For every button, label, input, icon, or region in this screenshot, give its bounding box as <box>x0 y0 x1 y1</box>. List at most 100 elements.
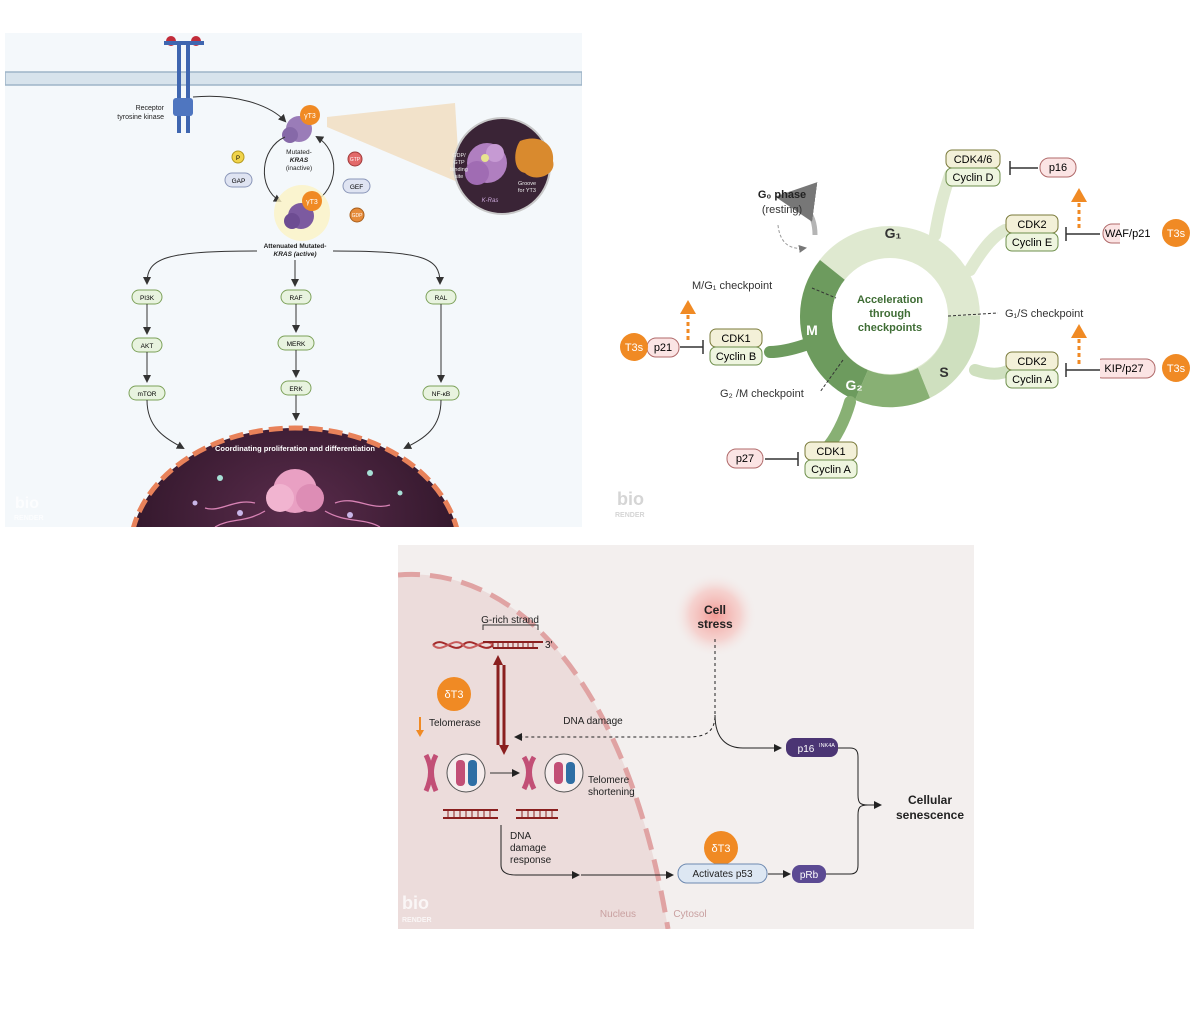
kras-name-label: K-Ras <box>482 198 499 204</box>
receptor-tyrosine-kinase-icon <box>164 36 204 133</box>
three-prime-label: 3' <box>545 640 553 651</box>
t3s-label-a: T3s <box>1167 363 1186 375</box>
ddr-label-1: DNA <box>510 831 531 842</box>
cell-stress-label-2: stress <box>697 617 733 631</box>
receptor-label-line1: Receptor <box>136 105 165 112</box>
senescence-panel: Cell stress G-rich strand 3' δT3 Telomer… <box>398 545 974 929</box>
cell-cycle-ring <box>764 169 1016 456</box>
mg1-checkpoint-label: M/G₁ checkpoint <box>692 280 772 292</box>
yt3-badge-bottom <box>302 191 322 211</box>
g0-arrow <box>775 182 818 236</box>
senescence-label-2: senescence <box>896 808 964 822</box>
p16ink4a-box <box>786 738 838 757</box>
center-label-3: checkpoints <box>858 322 922 334</box>
gef-label: GEF <box>350 184 363 191</box>
akt-label: AKT <box>141 343 154 350</box>
biorender-watermark-c-sub: RENDER <box>402 917 432 924</box>
ral-label: RAL <box>435 295 448 302</box>
cdk2-e-label: CDK2 <box>1017 219 1046 231</box>
activates-p53-label: Activates p53 <box>692 869 752 880</box>
p21-label: p21 <box>654 342 672 354</box>
groove-1: Groove <box>518 181 536 187</box>
p16-box <box>1039 157 1077 178</box>
g2-label: G₂ <box>845 377 862 393</box>
gtp-badge <box>347 151 363 167</box>
cdk1-cyclin-b-complex: CDK1 Cyclin B <box>709 328 763 366</box>
p16-label: p16 <box>1049 162 1067 174</box>
g1-label: G₁ <box>885 225 902 241</box>
cell-membrane <box>5 71 582 86</box>
pathway-middle: RAF MERK ERK <box>277 289 315 421</box>
cdk2-cyclin-a-complex: CDK2 Cyclin A <box>1005 351 1059 389</box>
dt3-badge-telomerase <box>437 677 471 711</box>
kras-inactive-label-1: Mutated- <box>286 149 312 156</box>
senescence-label-1: Cellular <box>908 793 952 807</box>
p27-label: p27 <box>736 453 754 465</box>
panel-b-right-overflow: WAF/p21 T3s KIP/p27 T3s <box>1100 219 1190 382</box>
cyclin-a-s-label: Cyclin A <box>1012 374 1052 386</box>
biorender-watermark-a: bio <box>15 495 39 512</box>
gef-box <box>342 178 371 194</box>
t3s-badge-left <box>620 333 648 361</box>
phosphate-label: P <box>236 156 240 162</box>
attenuated-label-1: Attenuated Mutated- <box>264 243 327 250</box>
cell-cycle-panel: G₀ phase (resting) G₁ S G₂ M Acceleratio… <box>600 120 1120 530</box>
nucleus-region <box>398 574 668 929</box>
center-label-2: through <box>869 308 911 320</box>
receptor-label-line2: tyrosine kinase <box>117 114 164 121</box>
attenuated-label-2: KRAS (active) <box>274 251 317 258</box>
gtp-label: GTP <box>350 157 361 163</box>
pi3k-label: PI3K <box>140 295 155 302</box>
biorender-watermark-b-sub: RENDER <box>615 512 645 519</box>
zoom-beam <box>327 103 460 183</box>
mtor-label: mTOR <box>137 391 156 398</box>
gap-label: GAP <box>232 178 246 185</box>
cdk1-cyclin-a-complex: CDK1 Cyclin A <box>804 441 858 479</box>
groove-2: for YT3 <box>518 188 536 194</box>
chromosome-before-icon <box>423 753 486 793</box>
g0-resting-label: (resting) <box>762 204 802 216</box>
binding-site-2: GTP <box>453 160 465 166</box>
prb-box <box>792 865 826 883</box>
cdk46-cyclin-d-complex: CDK4/6 Cyclin D <box>945 149 1001 187</box>
cdk2-cyclin-e-complex: CDK2 Cyclin E <box>1005 214 1059 252</box>
prb-label: pRb <box>800 870 819 881</box>
cdk46-label: CDK4/6 <box>954 154 993 166</box>
p16ink4a-superscript: INK4A <box>819 743 835 749</box>
activates-p53-box <box>677 863 768 884</box>
dt3-label-telomerase: δT3 <box>445 689 464 701</box>
telomere-shortening-label-1: Telomere <box>588 775 630 786</box>
kras-inactive-label-2: KRAS <box>290 157 309 164</box>
cyclin-d-label: Cyclin D <box>953 172 994 184</box>
chromosome-after-icon <box>521 753 584 793</box>
merk-label: MERK <box>287 341 306 348</box>
dna-damage-label: DNA damage <box>563 716 623 727</box>
ddr-label-3: response <box>510 855 552 866</box>
t3s-badge-a <box>1162 354 1190 382</box>
waf-p21-box <box>1102 223 1120 244</box>
yt3-label-bottom: γT3 <box>306 199 318 206</box>
dt3-label-p53: δT3 <box>712 843 731 855</box>
cell-stress-label-1: Cell <box>704 603 726 617</box>
p16ink4a-label: p16 <box>798 744 815 755</box>
cell-stress-glow <box>673 573 757 657</box>
nucleus <box>131 425 459 527</box>
t3s-badge-e <box>1162 219 1190 247</box>
cytosol-compartment-label: Cytosol <box>673 909 706 920</box>
nfkb-label: NF-κB <box>432 391 450 398</box>
kras-signaling-panel: Receptor tyrosine kinase γT3 Mutated- KR… <box>5 33 582 527</box>
nucleus-label: Coordinating proliferation and different… <box>215 444 375 453</box>
biorender-watermark-c: bio <box>402 893 429 913</box>
cdk2-a-label: CDK2 <box>1017 356 1046 368</box>
pathway-left: PI3K AKT mTOR <box>128 289 185 449</box>
t3s-label-e: T3s <box>1167 228 1186 240</box>
t3s-label-left: T3s <box>625 342 644 354</box>
g0-phase-label: G₀ phase <box>758 189 806 201</box>
waf-p21-label: WAF/p21 <box>1105 228 1150 240</box>
cdk1-b-label: CDK1 <box>721 333 750 345</box>
telomerase-label: Telomerase <box>429 718 481 729</box>
p27-box <box>726 448 764 469</box>
cyclin-a-g2-label: Cyclin A <box>811 464 851 476</box>
gdp-badge <box>349 207 365 223</box>
g2m-checkpoint-label: G₂ /M checkpoint <box>720 388 804 400</box>
